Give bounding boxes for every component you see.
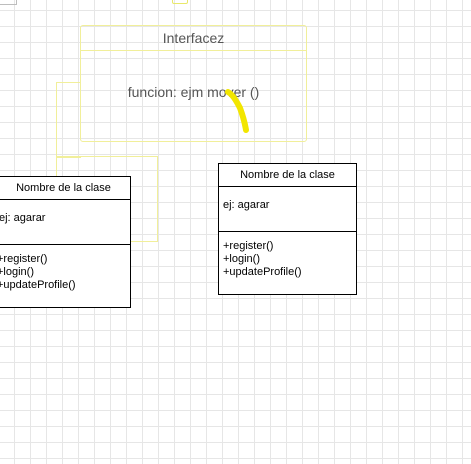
class-name: Nombre de la clase: [0, 177, 130, 200]
uml-class-left[interactable]: Nombre de la clase ej: agarar +register(…: [0, 176, 131, 308]
interface-method: funcion: ejm mover (): [127, 84, 260, 100]
class-attributes: ej: agarar: [0, 200, 130, 245]
class-methods: +register() +login() +updateProfile(): [219, 232, 356, 279]
method-register: +register(): [0, 253, 48, 265]
class-attribute: ej: agarar: [223, 199, 270, 211]
interface-title: Interfacez: [81, 26, 306, 51]
interface-box[interactable]: Interfacez funcion: ejm mover (): [80, 25, 307, 142]
method-update-profile: +updateProfile(): [223, 266, 302, 278]
class-methods: +register() +login() +updateProfile(): [0, 245, 130, 292]
class-attribute: ej: agarar: [0, 212, 46, 224]
corner-artifact: [0, 0, 17, 5]
highlighter-stroke: [225, 89, 249, 133]
uml-class-right[interactable]: Nombre de la clase ej: agarar +register(…: [218, 163, 357, 295]
class-attributes: ej: agarar: [219, 187, 356, 232]
method-update-profile: +updateProfile(): [0, 279, 76, 291]
top-artifact: [172, 0, 188, 4]
method-login: +login(): [0, 266, 34, 278]
method-login: +login(): [223, 253, 260, 265]
connector-guide-left: [56, 82, 81, 158]
class-name: Nombre de la clase: [219, 164, 356, 187]
method-register: +register(): [223, 240, 274, 252]
